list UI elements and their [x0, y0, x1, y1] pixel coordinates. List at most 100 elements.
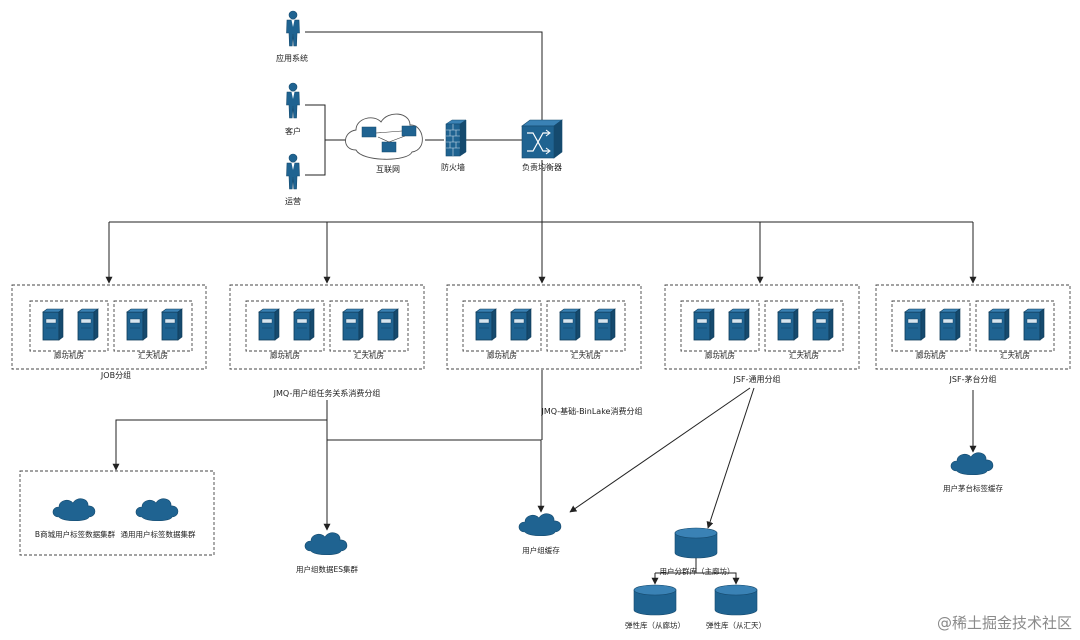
server-icon	[1023, 308, 1045, 341]
group-jsf-general-label: JSF-通用分组	[733, 374, 781, 384]
es-cluster-label: 用户组数据ES集群	[296, 564, 358, 574]
group-jsf-moutai-label: JSF-茅台分组	[949, 374, 997, 384]
room-huitian-label: 汇天机房	[354, 350, 384, 360]
cloud-icon	[950, 452, 994, 476]
firewall-node: 防火墙	[441, 119, 467, 172]
group-jmq-binlake: 廊坊机房 汇天机房 JMQ-基础-BinLake消费分组	[446, 284, 643, 416]
internet-cloud-icon	[345, 113, 423, 160]
operations-node: 运营	[285, 153, 301, 206]
room-huitian-label: 汇天机房	[789, 350, 819, 360]
server-icon	[594, 308, 616, 341]
group-jsf-moutai-frame	[875, 284, 1071, 370]
operations-label: 运营	[285, 196, 301, 206]
cloud-icon	[304, 532, 348, 556]
room-langfang-frame	[891, 300, 971, 352]
server-icon	[777, 308, 799, 341]
server-icon	[510, 308, 532, 341]
server-icon	[77, 308, 99, 341]
watermark-text: @稀土掘金技术社区	[937, 614, 1072, 632]
room-langfang-label: 廊坊机房	[270, 350, 300, 360]
server-icon	[377, 308, 399, 341]
server-icon	[342, 308, 364, 341]
cloud-icon	[518, 513, 562, 537]
user-group-db-node: 用户分群库（主廊坊）	[660, 527, 735, 576]
internet-label: 互联网	[376, 165, 400, 174]
room-huitian-frame	[113, 300, 193, 352]
server-icon	[161, 308, 183, 341]
moutai-cache-node: 用户茅台标签缓存	[943, 452, 1003, 493]
user-group-cache-node: 用户组缓存	[518, 513, 562, 555]
edge-jmq-to-cache	[327, 439, 545, 513]
edges	[105, 31, 977, 585]
group-jmq-user-task-label: JMQ-用户组任务关系消费分组	[273, 388, 381, 398]
group-jsf-general-frame	[664, 284, 860, 370]
person-icon	[286, 10, 300, 47]
firewall-icon	[445, 119, 467, 157]
edge-app-to-lb	[305, 31, 543, 122]
edge-jsf-to-cache	[569, 387, 751, 513]
group-job-label: JOB分组	[100, 370, 131, 380]
app-system-label: 应用系统	[276, 53, 308, 63]
room-langfang-frame	[29, 300, 109, 352]
b-mall-cluster-label: B商城用户标签数据集群	[35, 529, 116, 539]
app-system-node: 应用系统	[276, 10, 308, 63]
es-cluster-node: 用户组数据ES集群	[296, 532, 358, 574]
room-langfang-label: 廊坊机房	[705, 350, 735, 360]
server-icon	[939, 308, 961, 341]
room-langfang-label: 廊坊机房	[54, 350, 84, 360]
elastic-db-huitian-node: 弹性库（从汇天）	[706, 584, 766, 630]
cloud-icon	[135, 498, 179, 522]
tag-clusters-group: B商城用户标签数据集群 通用用户标签数据集群	[19, 470, 215, 556]
switch-icon	[521, 119, 563, 159]
server-icon	[988, 308, 1010, 341]
customer-node: 客户	[285, 82, 301, 136]
group-jmq-user-task-frame	[229, 284, 425, 370]
moutai-cache-label: 用户茅台标签缓存	[943, 483, 1003, 493]
server-icon	[904, 308, 926, 341]
tag-clusters-frame	[19, 470, 215, 556]
user-group-db-label: 用户分群库（主廊坊）	[660, 566, 735, 576]
group-jmq-user-task: 廊坊机房 汇天机房 JMQ-用户组任务关系消费分组	[229, 284, 425, 398]
server-icon	[293, 308, 315, 341]
customer-label: 客户	[285, 126, 301, 136]
room-langfang-label: 廊坊机房	[916, 350, 946, 360]
room-huitian-frame	[329, 300, 409, 352]
edge-to-tag-clusters	[112, 419, 327, 471]
edge-customer-line	[305, 104, 326, 176]
room-huitian-frame	[546, 300, 626, 352]
elastic-db-langfang-label: 弹性库（从廊坊）	[625, 620, 685, 630]
internet-node: 互联网	[345, 113, 423, 174]
group-jsf-moutai: 廊坊机房 汇天机房 JSF-茅台分组	[875, 284, 1071, 384]
server-icon	[693, 308, 715, 341]
room-langfang-frame	[462, 300, 542, 352]
group-jmq-binlake-label: JMQ-基础-BinLake消费分组	[541, 406, 643, 416]
edge-db-to-replica-huitian	[696, 572, 740, 585]
database-icon	[674, 527, 718, 559]
elastic-db-langfang-node: 弹性库（从廊坊）	[625, 584, 685, 630]
general-cluster-label: 通用用户标签数据集群	[121, 529, 196, 539]
room-huitian-frame	[764, 300, 844, 352]
group-job: 廊坊机房 汇天机房 JOB分组	[11, 284, 207, 380]
database-icon	[714, 584, 758, 616]
elastic-db-huitian-label: 弹性库（从汇天）	[706, 620, 766, 630]
group-job-frame	[11, 284, 207, 370]
group-jsf-general: 廊坊机房 汇天机房 JSF-通用分组	[664, 284, 860, 384]
room-huitian-frame	[975, 300, 1055, 352]
edge-jsf-to-db	[706, 387, 755, 529]
cloud-icon	[52, 498, 96, 522]
server-icon	[42, 308, 64, 341]
room-langfang-frame	[680, 300, 760, 352]
room-huitian-label: 汇天机房	[1000, 350, 1030, 360]
room-langfang-frame	[245, 300, 325, 352]
user-group-cache-label: 用户组缓存	[522, 545, 560, 555]
database-icon	[633, 584, 677, 616]
load-balancer-node: 负责均衡器	[521, 119, 563, 172]
group-jmq-binlake-frame	[446, 284, 642, 370]
firewall-label: 防火墙	[441, 162, 465, 172]
server-icon	[812, 308, 834, 341]
server-icon	[475, 308, 497, 341]
person-icon	[286, 82, 300, 119]
server-icon	[258, 308, 280, 341]
room-huitian-label: 汇天机房	[571, 350, 601, 360]
